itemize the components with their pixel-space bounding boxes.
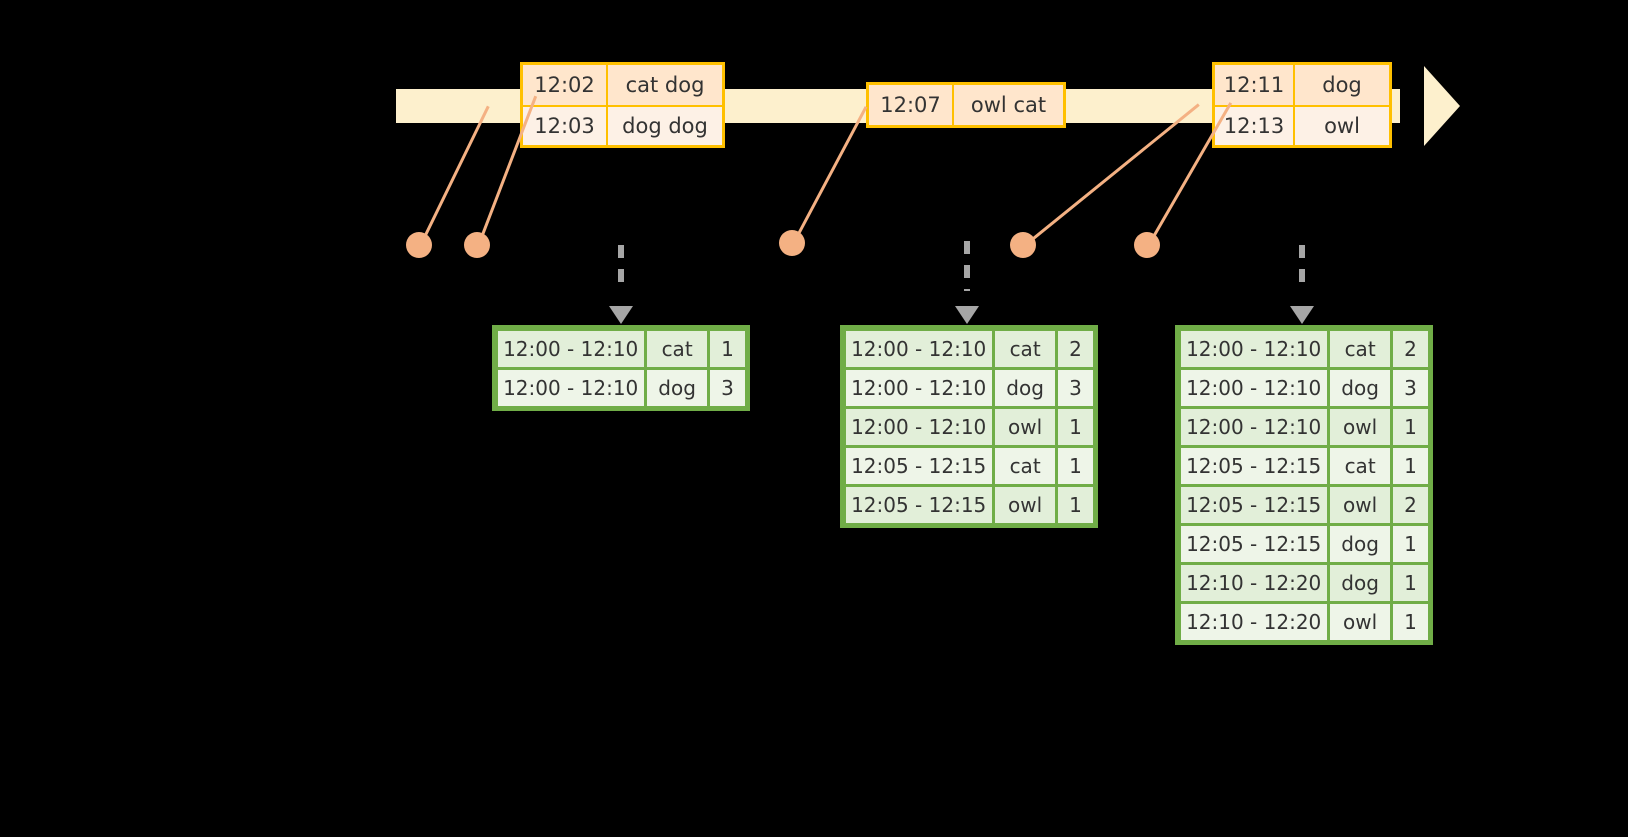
event-row: 12:03 dog dog xyxy=(523,105,722,145)
table-cell-count: 2 xyxy=(1058,330,1093,367)
event-text: dog dog xyxy=(622,114,708,138)
table-cell-window: 12:00 - 12:10 xyxy=(497,369,644,406)
event-row: 12:13 owl xyxy=(1215,105,1389,145)
timeline-arrow-right-icon xyxy=(1424,66,1460,146)
table-cell-count: 3 xyxy=(1393,369,1428,406)
event-group-3: 12:11 dog 12:13 owl xyxy=(1212,62,1392,148)
table-cell-word: dog xyxy=(1329,564,1391,601)
event-text: cat dog xyxy=(625,73,705,97)
event-text: owl cat xyxy=(970,93,1047,117)
event-group-2: 12:07 owl cat xyxy=(866,82,1066,128)
event-group-1: 12:02 cat dog 12:03 dog dog xyxy=(520,62,725,148)
event-time: 12:02 xyxy=(523,65,608,105)
table-cell-word: cat xyxy=(646,330,708,367)
event-dot-1207 xyxy=(779,230,805,256)
event-dot-1211 xyxy=(1010,232,1036,258)
event-text: dog xyxy=(1322,73,1362,97)
table-cell-window: 12:00 - 12:10 xyxy=(845,408,992,445)
table-cell-window: 12:10 - 12:20 xyxy=(1180,564,1327,601)
dashed-arrow-to-table-2 xyxy=(955,241,979,324)
table-cell-count: 1 xyxy=(710,330,745,367)
connector-line-1213 xyxy=(1147,102,1233,247)
table-cell-count: 1 xyxy=(1393,564,1428,601)
table-cell-count: 1 xyxy=(1393,603,1428,640)
event-row: 12:07 owl cat xyxy=(869,85,1063,125)
table-cell-count: 1 xyxy=(1058,408,1093,445)
table-cell-window: 12:00 - 12:10 xyxy=(497,330,644,367)
table-cell-count: 1 xyxy=(1058,447,1093,484)
table-cell-count: 1 xyxy=(1058,486,1093,523)
table-cell-word: dog xyxy=(646,369,708,406)
table-cell-word: cat xyxy=(994,330,1056,367)
table-cell-word: cat xyxy=(1329,447,1391,484)
event-time: 12:13 xyxy=(1215,107,1295,145)
connector-line-1207 xyxy=(792,106,868,245)
table-cell-window: 12:00 - 12:10 xyxy=(1180,369,1327,406)
table-cell-count: 1 xyxy=(1393,408,1428,445)
table-cell-count: 2 xyxy=(1393,330,1428,367)
dashed-arrow-to-table-3 xyxy=(1290,245,1314,324)
table-cell-word: owl xyxy=(1329,408,1391,445)
table-cell-window: 12:05 - 12:15 xyxy=(1180,525,1327,562)
table-cell-word: owl xyxy=(994,408,1056,445)
table-cell-window: 12:05 - 12:15 xyxy=(845,486,992,523)
table-cell-count: 3 xyxy=(1058,369,1093,406)
event-dot-1213 xyxy=(1134,232,1160,258)
event-dot-1202 xyxy=(406,232,432,258)
event-time: 12:03 xyxy=(523,107,608,145)
table-cell-window: 12:00 - 12:10 xyxy=(1180,408,1327,445)
table-cell-word: dog xyxy=(994,369,1056,406)
table-cell-window: 12:05 - 12:15 xyxy=(845,447,992,484)
event-row: 12:02 cat dog xyxy=(523,65,722,105)
event-row: 12:11 dog xyxy=(1215,65,1389,105)
event-time: 12:11 xyxy=(1215,65,1295,105)
table-cell-window: 12:05 - 12:15 xyxy=(1180,486,1327,523)
table-cell-word: dog xyxy=(1329,369,1391,406)
table-cell-window: 12:00 - 12:10 xyxy=(1180,330,1327,367)
event-time: 12:07 xyxy=(869,85,954,125)
table-cell-window: 12:00 - 12:10 xyxy=(845,369,992,406)
table-cell-word: owl xyxy=(994,486,1056,523)
table-cell-count: 1 xyxy=(1393,447,1428,484)
table-cell-word: cat xyxy=(994,447,1056,484)
table-cell-window: 12:00 - 12:10 xyxy=(845,330,992,367)
table-cell-word: owl xyxy=(1329,603,1391,640)
table-cell-window: 12:10 - 12:20 xyxy=(1180,603,1327,640)
event-dot-1203 xyxy=(464,232,490,258)
table-cell-count: 1 xyxy=(1393,525,1428,562)
table-cell-count: 3 xyxy=(710,369,745,406)
table-cell-word: dog xyxy=(1329,525,1391,562)
table-cell-word: owl xyxy=(1329,486,1391,523)
event-text: owl xyxy=(1324,114,1360,138)
table-cell-count: 2 xyxy=(1393,486,1428,523)
table-cell-window: 12:05 - 12:15 xyxy=(1180,447,1327,484)
connector-line-1202 xyxy=(419,105,490,247)
dashed-arrow-to-table-1 xyxy=(609,245,633,324)
table-cell-word: cat xyxy=(1329,330,1391,367)
